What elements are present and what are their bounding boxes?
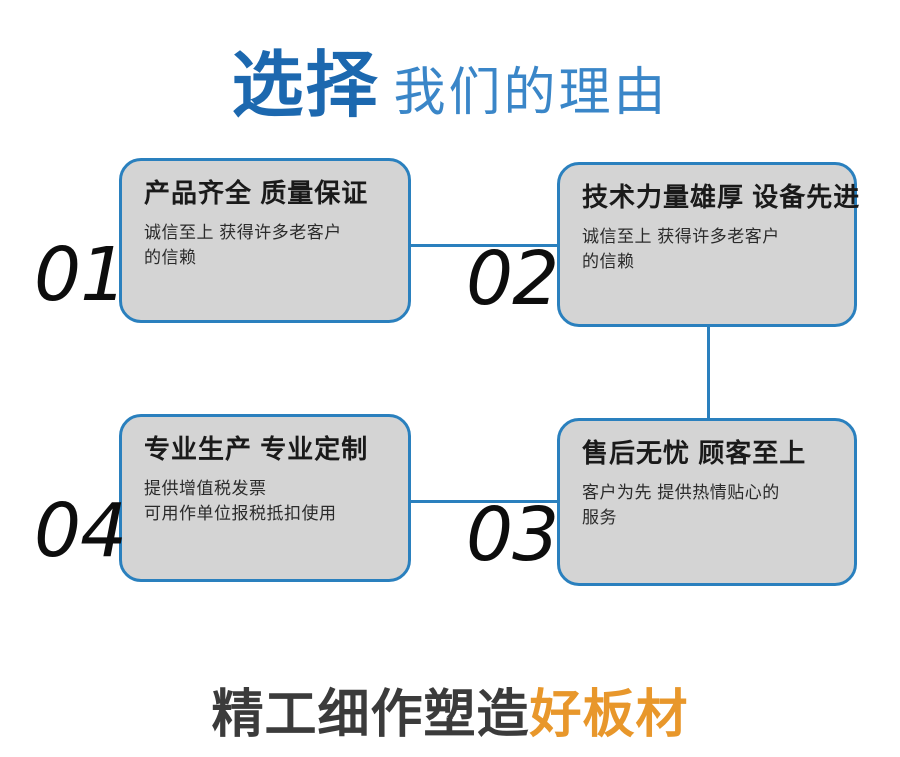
feature-card-03-body-line-1: 客户为先 提供热情贴心的 xyxy=(582,482,780,502)
feature-card-03-body: 客户为先 提供热情贴心的 服务 xyxy=(582,480,838,531)
page-title-strong: 选择 xyxy=(231,46,380,126)
feature-card-01-body-line-2: 的信赖 xyxy=(144,248,197,268)
page-title-light: 我们的理由 xyxy=(393,64,669,122)
step-number-04: 04 xyxy=(34,488,127,574)
feature-card-03[interactable]: 售后无忧 顾客至上 客户为先 提供热情贴心的 服务 xyxy=(557,418,857,586)
footer-slogan-accent: 好板材 xyxy=(529,686,689,744)
feature-card-01-body: 诚信至上 获得许多老客户 的信赖 xyxy=(144,220,392,271)
feature-card-01-content: 产品齐全 质量保证 诚信至上 获得许多老客户 的信赖 xyxy=(122,161,408,271)
feature-card-01-title: 产品齐全 质量保证 xyxy=(144,178,369,208)
feature-card-03-body-line-2: 服务 xyxy=(582,508,617,528)
feature-card-02-content: 技术力量雄厚 设备先进 诚信至上 获得许多老客户 的信赖 xyxy=(560,165,861,275)
connector-line-01-to-02 xyxy=(411,244,559,247)
feature-card-02-body-line-2: 的信赖 xyxy=(582,252,635,272)
feature-card-04-body-line-2: 可用作单位报税抵扣使用 xyxy=(144,504,337,524)
feature-card-04-content: 专业生产 专业定制 提供增值税发票 可用作单位报税抵扣使用 xyxy=(122,417,408,527)
step-number-02: 02 xyxy=(466,236,559,322)
connector-line-02-to-03 xyxy=(707,322,710,424)
feature-card-02-body-line-1: 诚信至上 获得许多老客户 xyxy=(582,226,780,246)
footer-slogan: 精工细作塑造好板材 xyxy=(0,672,900,747)
connector-line-04-to-03 xyxy=(411,500,559,503)
page-title: 选择我们的理由 xyxy=(0,26,900,131)
feature-card-03-content: 售后无忧 顾客至上 客户为先 提供热情贴心的 服务 xyxy=(560,421,854,531)
feature-card-01-body-line-1: 诚信至上 获得许多老客户 xyxy=(144,222,342,242)
feature-card-01[interactable]: 产品齐全 质量保证 诚信至上 获得许多老客户 的信赖 xyxy=(119,158,411,323)
footer-slogan-dark: 精工细作塑造 xyxy=(211,686,530,744)
step-number-03: 03 xyxy=(466,492,559,578)
feature-card-02[interactable]: 技术力量雄厚 设备先进 诚信至上 获得许多老客户 的信赖 xyxy=(557,162,861,327)
feature-card-04-body-line-1: 提供增值税发票 xyxy=(144,478,267,498)
feature-card-04[interactable]: 专业生产 专业定制 提供增值税发票 可用作单位报税抵扣使用 xyxy=(119,414,411,582)
feature-card-04-title: 专业生产 专业定制 xyxy=(144,434,369,464)
step-number-01: 01 xyxy=(34,232,127,318)
feature-card-02-title: 技术力量雄厚 设备先进 xyxy=(582,182,861,212)
feature-card-02-body: 诚信至上 获得许多老客户 的信赖 xyxy=(582,224,838,275)
feature-card-04-body: 提供增值税发票 可用作单位报税抵扣使用 xyxy=(144,476,392,527)
feature-card-03-title: 售后无忧 顾客至上 xyxy=(582,438,807,468)
